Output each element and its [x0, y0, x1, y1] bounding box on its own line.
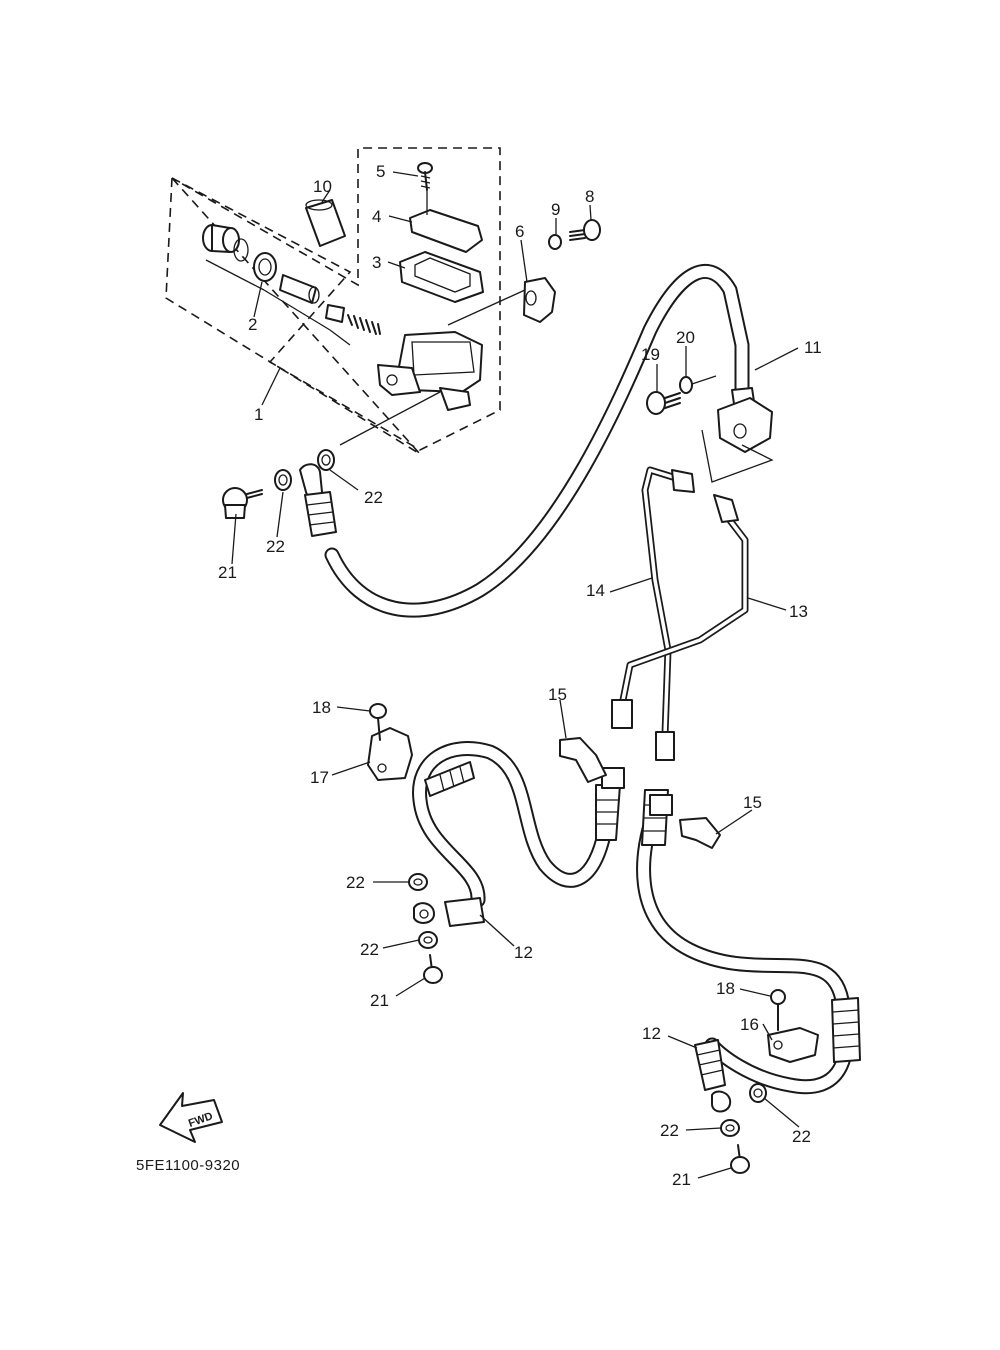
callout-17: 17 [310, 768, 329, 787]
copper-washer-left-1 [408, 873, 428, 891]
callout-4: 4 [372, 207, 381, 226]
callout-9: 9 [551, 200, 560, 219]
callout-15-right: 15 [743, 793, 762, 812]
dust-boot [305, 199, 346, 247]
callout-15-left: 15 [548, 685, 567, 704]
bolt-8 [569, 219, 601, 241]
callout-13: 13 [789, 602, 808, 621]
callout-14: 14 [586, 581, 605, 600]
callout-22-left-upper: 22 [346, 873, 365, 892]
washer-20 [679, 375, 717, 394]
callout-20: 20 [676, 328, 695, 347]
hose-clip-15-right [679, 817, 721, 849]
callout-16: 16 [740, 1015, 759, 1034]
bracket-16 [767, 1027, 819, 1063]
reservoir-cap [409, 190, 483, 253]
copper-washer-top-1 [274, 469, 292, 491]
hose-clip-15-left [559, 737, 607, 783]
union-bolt-left [423, 954, 443, 984]
brake-hose-11 [299, 263, 757, 618]
callout-21-top: 21 [218, 563, 237, 582]
copper-washer-top-2 [317, 449, 335, 471]
union-bolt-right [730, 1144, 750, 1174]
union-bolt-top [222, 487, 263, 519]
master-cylinder-body [339, 289, 526, 446]
callout-2: 2 [248, 315, 257, 334]
callout-labels: 1 2 3 4 5 6 8 9 10 11 12 12 13 14 15 15 … [218, 162, 822, 1189]
callout-5: 5 [376, 162, 385, 181]
callout-21-left: 21 [370, 991, 389, 1010]
callout-1: 1 [254, 405, 263, 424]
callout-22-left-lower: 22 [360, 940, 379, 959]
copper-washer-left-2 [418, 931, 438, 949]
copper-washer-right-1 [749, 1083, 767, 1103]
bolt-18-upper [369, 703, 387, 741]
callout-12-right: 12 [642, 1024, 661, 1043]
diaphragm [399, 251, 484, 303]
callout-21-right: 21 [672, 1170, 691, 1189]
callout-22-top-right: 22 [364, 488, 383, 507]
callout-18-lower: 18 [716, 979, 735, 998]
brake-joint [701, 397, 774, 483]
brake-pipe-13 [611, 494, 749, 729]
callout-3: 3 [372, 253, 381, 272]
callout-18-upper: 18 [312, 698, 331, 717]
bolt-18-lower [770, 989, 786, 1031]
callout-19: 19 [641, 345, 660, 364]
brake-pipe-14 [641, 466, 695, 761]
copper-washer-right-2 [720, 1119, 740, 1137]
brake-hose-12-left [412, 741, 625, 927]
callout-10: 10 [313, 177, 332, 196]
callout-22-top-left: 22 [266, 537, 285, 556]
brake-hose-12-right [636, 789, 861, 1113]
washer-9 [548, 234, 562, 250]
leader-lines [231, 171, 800, 1179]
bolt-19 [646, 391, 681, 415]
callout-12-left: 12 [514, 943, 533, 962]
callout-22-right-side: 22 [792, 1127, 811, 1146]
master-cylinder-holder [523, 277, 556, 323]
callout-22-right-lower: 22 [660, 1121, 679, 1140]
master-cylinder-assembly-outline [165, 147, 501, 455]
callout-8: 8 [585, 187, 594, 206]
fwd-direction-arrow: FWD [159, 1092, 223, 1143]
callout-11: 11 [804, 338, 822, 357]
piston-kit [202, 224, 381, 346]
drawing-code: 5FE1100-9320 [136, 1157, 240, 1174]
cap-screw [417, 162, 433, 191]
bracket-17 [367, 727, 413, 781]
callout-6: 6 [515, 222, 524, 241]
